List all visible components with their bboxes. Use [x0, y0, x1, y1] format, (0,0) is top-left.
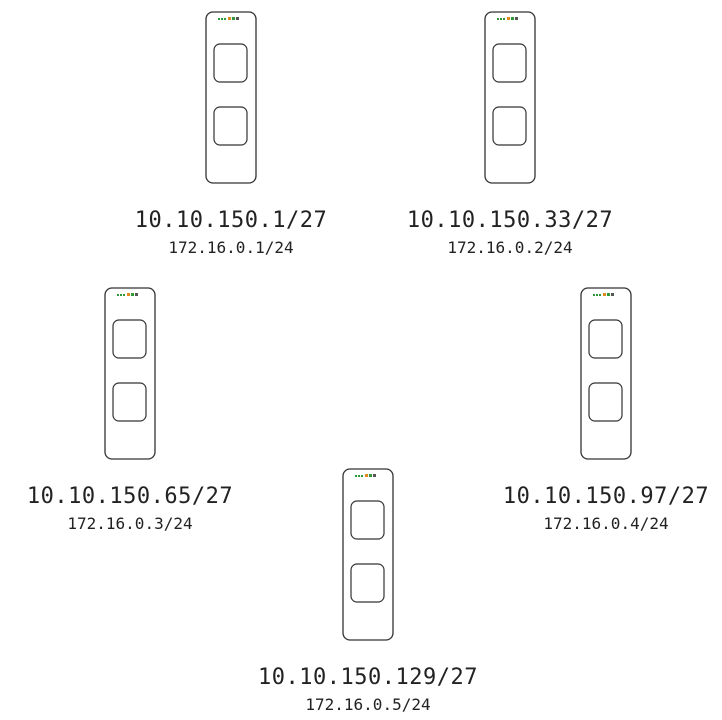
- port-slot-top: [112, 319, 147, 359]
- secondary-address: 172.16.0.2/24: [447, 238, 573, 257]
- network-device-icon: [104, 287, 156, 460]
- device-node-1: 10.10.150.1/27 172.16.0.1/24: [101, 11, 361, 258]
- device-node-3: 10.10.150.65/27 172.16.0.3/24: [0, 287, 260, 534]
- port-slot-top: [213, 43, 248, 83]
- status-leds: [593, 293, 614, 296]
- device-node-5: 10.10.150.129/27 172.16.0.5/24: [238, 468, 498, 715]
- status-leds: [355, 474, 376, 477]
- device-node-2: 10.10.150.33/27 172.16.0.2/24: [380, 11, 640, 258]
- primary-address: 10.10.150.33/27: [406, 208, 614, 233]
- primary-address: 10.10.150.129/27: [258, 665, 478, 690]
- port-slot-bottom: [350, 563, 385, 603]
- primary-address: 10.10.150.97/27: [502, 484, 710, 509]
- port-slot-bottom: [588, 382, 623, 422]
- status-leds: [117, 293, 138, 296]
- port-slot-top: [492, 43, 527, 83]
- port-slot-top: [588, 319, 623, 359]
- secondary-address: 172.16.0.3/24: [67, 514, 193, 533]
- primary-address: 10.10.150.1/27: [134, 208, 328, 233]
- primary-address: 10.10.150.65/27: [26, 484, 234, 509]
- network-device-icon: [580, 287, 632, 460]
- status-leds: [218, 17, 239, 20]
- network-device-icon: [342, 468, 394, 641]
- status-leds: [497, 17, 518, 20]
- port-slot-top: [350, 500, 385, 540]
- port-slot-bottom: [213, 106, 248, 146]
- port-slot-bottom: [112, 382, 147, 422]
- port-slot-bottom: [492, 106, 527, 146]
- secondary-address: 172.16.0.5/24: [305, 695, 431, 714]
- device-node-4: 10.10.150.97/27 172.16.0.4/24: [476, 287, 722, 534]
- network-device-icon: [484, 11, 536, 184]
- secondary-address: 172.16.0.4/24: [543, 514, 669, 533]
- secondary-address: 172.16.0.1/24: [168, 238, 294, 257]
- network-device-icon: [205, 11, 257, 184]
